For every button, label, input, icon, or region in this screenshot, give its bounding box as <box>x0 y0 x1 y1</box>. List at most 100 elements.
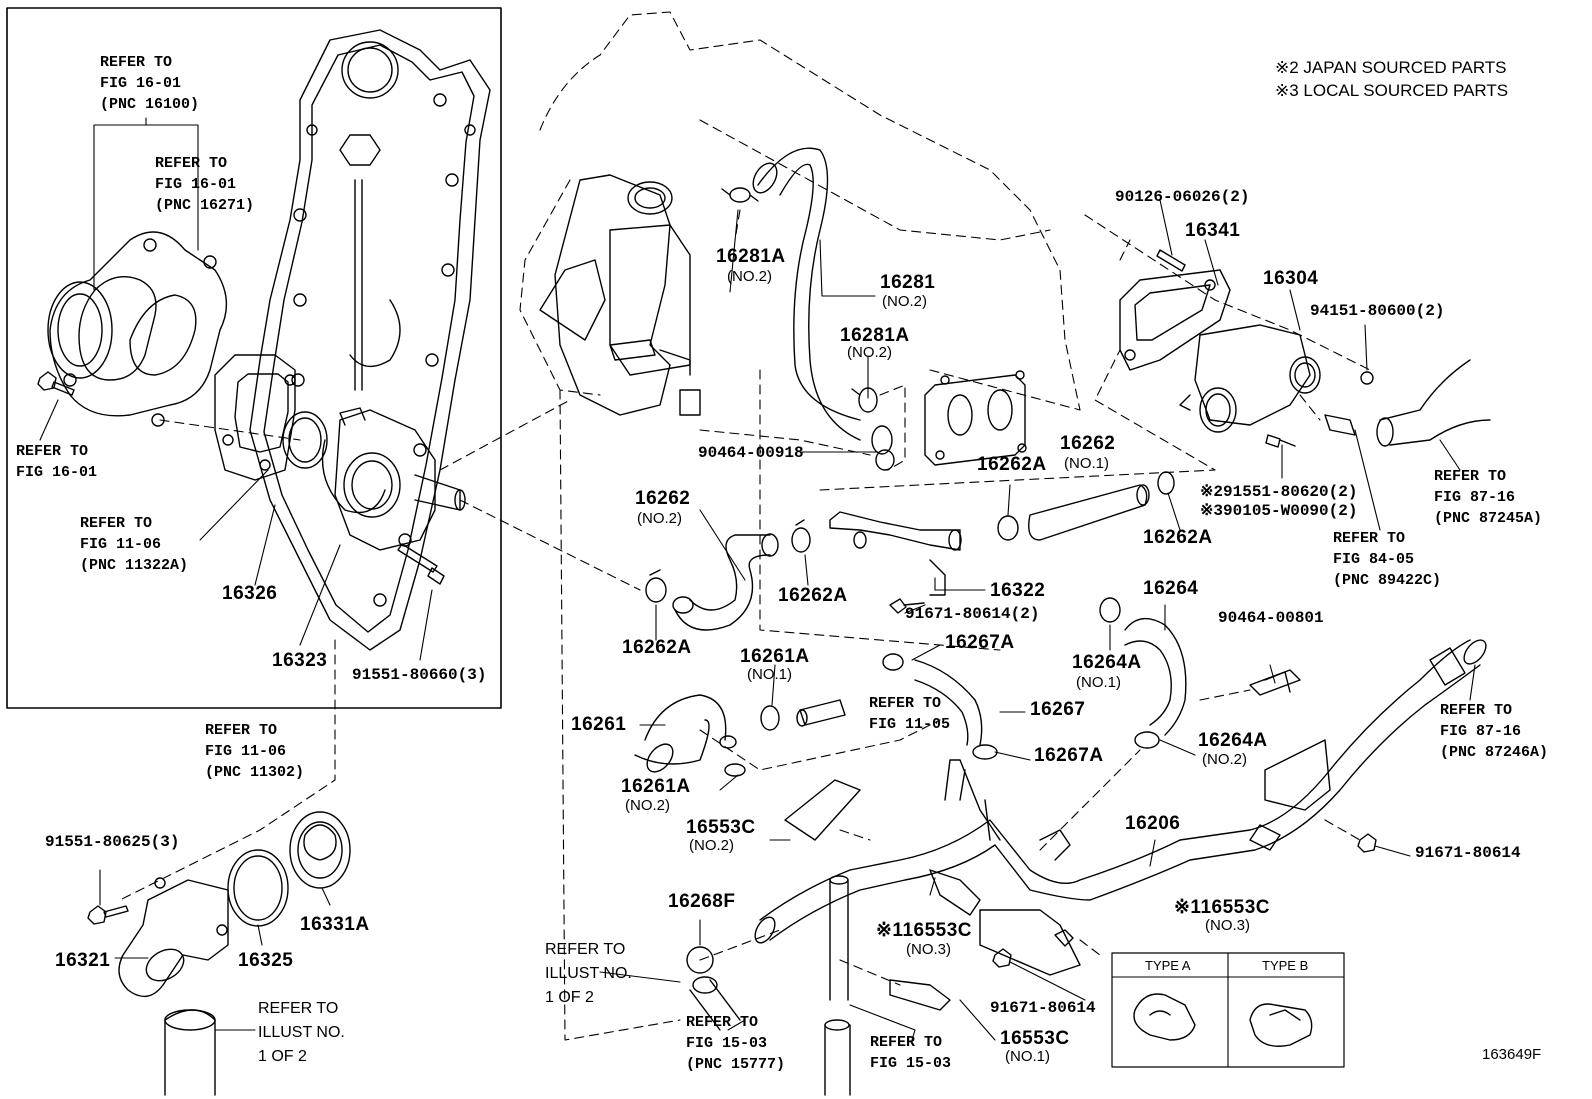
lower-dashes <box>699 689 1361 986</box>
ref-illust-1-of-2-left: REFER TO ILLUST NO. 1 OF 2 <box>258 1000 345 1065</box>
part-16553c-no2: 16553C <box>686 817 756 838</box>
note-local-sourced: ※3 LOCAL SOURCED PARTS <box>1275 81 1509 100</box>
water-inlet-16321 <box>118 879 229 998</box>
part-16553c-no3-legend: ※116553C <box>1174 897 1270 918</box>
part-16261a-no1-sub: (NO.1) <box>747 666 792 683</box>
clamp-16262A <box>645 519 811 603</box>
part-16553c-no1-sub: (NO.1) <box>1005 1048 1050 1065</box>
part-16281a-lower: 16281A <box>840 325 910 346</box>
bolt-inset-left <box>37 371 75 396</box>
part-16264a-no2: 16264A <box>1198 730 1268 751</box>
ref-fig-15-03-pnc-15777: REFER TO FIG 15-03 (PNC 15777) <box>686 1014 786 1073</box>
part-16264a-no1: 16264A <box>1072 652 1142 673</box>
part-91671-80614-right: 91671-80614 <box>1415 844 1521 862</box>
part-16553c-no2-sub: (NO.2) <box>689 837 734 854</box>
inset-leaders <box>39 117 433 661</box>
pipe-16322 <box>829 511 962 614</box>
part-16267a-lower: 16267A <box>1034 745 1104 766</box>
cylinder-head-drawing <box>539 174 701 416</box>
part-16326: 16326 <box>222 583 278 604</box>
figure-number: 163649F <box>1482 1046 1542 1063</box>
upper-hose-dashes <box>699 209 906 471</box>
part-16262a-right: 16262A <box>977 454 1047 475</box>
part-16281: 16281 <box>880 272 936 293</box>
part-16341: 16341 <box>1185 220 1241 241</box>
part-16553c-no3-center: ※116553C <box>876 920 972 941</box>
hose-16281 <box>752 147 861 441</box>
part-16262-no1-sub: (NO.1) <box>1064 455 1109 472</box>
pipe-center-riser <box>944 759 1071 861</box>
part-16325: 16325 <box>238 950 294 971</box>
type-a-clamp-icon <box>1133 993 1196 1041</box>
ref-fig-16-01: REFER TO FIG 16-01 <box>16 443 98 481</box>
ref-fig-16-01-pnc-16100: REFER TO FIG 16-01 (PNC 16100) <box>100 54 200 113</box>
clamp-type-legend <box>1111 952 1345 1068</box>
bolt-91551-80625 <box>87 905 129 925</box>
legend-type-b: TYPE B <box>1262 958 1309 973</box>
type-b-clamp-icon <box>1249 1003 1313 1047</box>
part-90464-00801: 90464-00801 <box>1218 609 1324 627</box>
part-16267a-upper: 16267A <box>945 632 1015 653</box>
timing-cover-drawing <box>249 29 491 651</box>
part-16262-no1: 16262 <box>1060 433 1116 454</box>
part-90126-06026: 90126-06026(2) <box>1115 188 1250 206</box>
ref-fig-84-05-pnc-89422c: REFER TO FIG 84-05 (PNC 89422C) <box>1333 530 1442 589</box>
ref-fig-11-05: REFER TO FIG 11-05 <box>869 695 951 733</box>
ref-fig-11-06-pnc-11302: REFER TO FIG 11-06 (PNC 11302) <box>205 722 305 781</box>
brackets-16553C <box>784 779 1081 1011</box>
water-inlet-housing-16323 <box>334 407 466 551</box>
clamp-16261A <box>724 705 780 777</box>
part-16323: 16323 <box>272 650 328 671</box>
hose-16262-no1 <box>997 471 1175 541</box>
ref-fig-16-01-pnc-16271: REFER TO FIG 16-01 (PNC 16271) <box>155 155 255 214</box>
legend-type-a: TYPE A <box>1145 958 1191 973</box>
part-16268f: 16268F <box>668 891 736 912</box>
part-16262a-far-right: 16262A <box>1143 527 1213 548</box>
inset-dashed-lines <box>119 399 641 901</box>
part-16262a-left: 16262A <box>622 637 692 658</box>
sensor-89422C <box>1265 371 1374 448</box>
leaders <box>599 199 1476 1041</box>
clip-90464-00801 <box>1249 669 1301 696</box>
bolt-91551-80660 <box>397 543 445 585</box>
part-16261a-no2-sub: (NO.2) <box>625 797 670 814</box>
pump-gasket-plate <box>214 354 296 481</box>
ref-illust-1-of-2-middle: REFER TO ILLUST NO. 1 OF 2 <box>545 941 632 1006</box>
part-16553c-no1: 16553C <box>1000 1028 1070 1049</box>
ref-fig-15-03: REFER TO FIG 15-03 <box>870 1034 952 1072</box>
hose-lower-left <box>164 1009 216 1096</box>
clamp-16281A-lower <box>851 387 895 471</box>
part-91671-80614-lower: 91671-80614 <box>990 999 1096 1017</box>
hose-16264 <box>1099 597 1187 749</box>
part-16261: 16261 <box>571 714 627 735</box>
part-16281a-lower-sub: (NO.2) <box>847 344 892 361</box>
part-16304: 16304 <box>1263 268 1319 289</box>
part-16553c-no3-legend-sub: (NO.3) <box>1205 917 1250 934</box>
ref-fig-87-16-pnc-87245a: REFER TO FIG 87-16 (PNC 87245A) <box>1434 468 1543 527</box>
inset-frame <box>6 7 502 709</box>
engine-outline <box>519 11 1371 1041</box>
clamp-16281A-upper <box>721 187 759 203</box>
part-94151-80600: 94151-80600(2) <box>1310 302 1445 320</box>
heater-hose-87245A <box>1376 359 1491 447</box>
part-16267: 16267 <box>1030 699 1086 720</box>
thermostat-leaders <box>99 869 331 1031</box>
water-pump-drawing <box>47 231 228 427</box>
part-16264a-no1-sub: (NO.1) <box>1076 674 1121 691</box>
part-16262-no2-sub: (NO.2) <box>637 510 682 527</box>
part-16206: 16206 <box>1125 813 1181 834</box>
gasket-16325 <box>227 849 289 927</box>
ref-fig-87-16-pnc-87246a: REFER TO FIG 87-16 (PNC 87246A) <box>1440 702 1549 761</box>
part-91671-80614-2: 91671-80614(2) <box>905 605 1040 623</box>
part-16264a-no2-sub: (NO.2) <box>1202 751 1247 768</box>
part-91551-80625: 91551-80625(3) <box>45 833 180 851</box>
hose-16262-no2 <box>672 533 779 631</box>
pipe-16206 <box>754 639 1487 944</box>
hose-16261 <box>634 694 737 773</box>
part-16281a-upper: 16281A <box>716 246 786 267</box>
pipe-11-05 <box>796 699 846 727</box>
part-91551-80620: ※291551-80620(2) <box>1200 483 1358 501</box>
part-16321: 16321 <box>55 950 111 971</box>
part-91551-80660: 91551-80660(3) <box>352 666 487 684</box>
